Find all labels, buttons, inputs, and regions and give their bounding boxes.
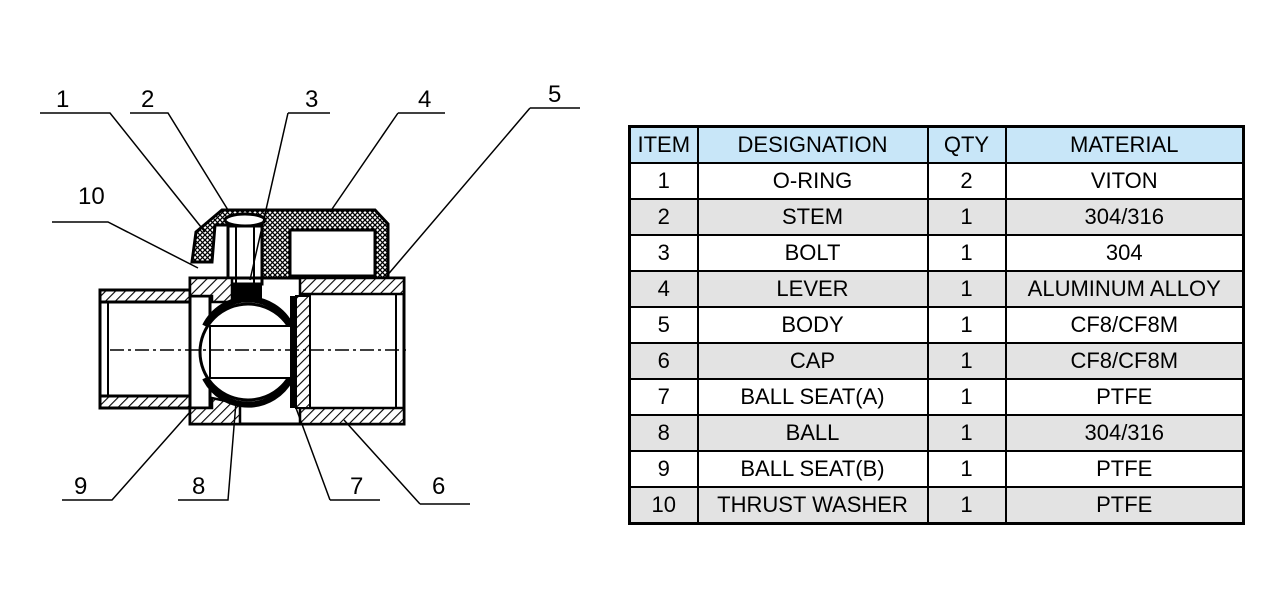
parts-table: ITEM DESIGNATION QTY MATERIAL 1 O-RING 2… <box>628 125 1245 525</box>
table-row: 2 STEM 1 304/316 <box>628 198 1245 236</box>
cell-material: CF8/CF8M <box>1004 306 1245 344</box>
table-row: 3 BOLT 1 304 <box>628 234 1245 272</box>
cell-qty: 1 <box>926 198 1007 236</box>
cell-material: 304/316 <box>1004 198 1245 236</box>
cell-material: 304 <box>1004 234 1245 272</box>
cell-designation: LEVER <box>696 270 929 308</box>
cell-qty: 1 <box>926 378 1007 416</box>
cell-item: 5 <box>628 306 699 344</box>
cell-material: 304/316 <box>1004 414 1245 452</box>
cap-left <box>98 288 192 410</box>
cell-designation: CAP <box>696 342 929 380</box>
cell-designation: STEM <box>696 198 929 236</box>
cell-item: 6 <box>628 342 699 380</box>
header-qty: QTY <box>926 125 1007 164</box>
cell-item: 10 <box>628 486 699 525</box>
cell-qty: 1 <box>926 270 1007 308</box>
callout-4: 4 <box>418 86 431 113</box>
cell-qty: 1 <box>926 342 1007 380</box>
callout-1: 1 <box>56 86 69 113</box>
cell-qty: 1 <box>926 486 1007 525</box>
cell-designation: BALL SEAT(B) <box>696 450 929 488</box>
cell-designation: BOLT <box>696 234 929 272</box>
cell-qty: 1 <box>926 450 1007 488</box>
callout-7: 7 <box>350 473 363 500</box>
cell-qty: 1 <box>926 306 1007 344</box>
lever <box>190 208 390 280</box>
cell-qty: 1 <box>926 234 1007 272</box>
callout-3: 3 <box>305 86 318 113</box>
cell-material: CF8/CF8M <box>1004 342 1245 380</box>
cell-designation: O-RING <box>696 162 929 200</box>
table-row: 5 BODY 1 CF8/CF8M <box>628 306 1245 344</box>
cell-material: PTFE <box>1004 486 1245 525</box>
cell-item: 4 <box>628 270 699 308</box>
table-row: 6 CAP 1 CF8/CF8M <box>628 342 1245 380</box>
callout-8: 8 <box>192 473 205 500</box>
table-row: 4 LEVER 1 ALUMINUM ALLOY <box>628 270 1245 308</box>
cell-item: 8 <box>628 414 699 452</box>
cell-item: 2 <box>628 198 699 236</box>
cell-material: VITON <box>1004 162 1245 200</box>
table-row: 1 O-RING 2 VITON <box>628 162 1245 200</box>
body <box>188 276 406 426</box>
ball-seat-a <box>290 295 311 409</box>
header-designation: DESIGNATION <box>696 125 929 164</box>
valve-cross-section-diagram: 1 2 3 4 5 10 9 8 7 6 <box>40 81 580 505</box>
ball <box>198 296 301 408</box>
cell-material: PTFE <box>1004 450 1245 488</box>
cell-designation: BALL SEAT(A) <box>696 378 929 416</box>
table-header-row: ITEM DESIGNATION QTY MATERIAL <box>628 125 1245 164</box>
table-row: 9 BALL SEAT(B) 1 PTFE <box>628 450 1245 488</box>
callout-9: 9 <box>74 473 87 500</box>
cell-material: ALUMINUM ALLOY <box>1004 270 1245 308</box>
cell-qty: 2 <box>926 162 1007 200</box>
callout-10: 10 <box>78 183 105 210</box>
cell-item: 1 <box>628 162 699 200</box>
table-row: 7 BALL SEAT(A) 1 PTFE <box>628 378 1245 416</box>
cell-item: 9 <box>628 450 699 488</box>
table-row: 10 THRUST WASHER 1 PTFE <box>628 486 1245 525</box>
cell-item: 3 <box>628 234 699 272</box>
callout-6: 6 <box>432 473 445 500</box>
callout-2: 2 <box>141 86 154 113</box>
callout-numbers: 1 2 3 4 5 10 9 8 7 6 <box>56 81 561 500</box>
cell-qty: 1 <box>926 414 1007 452</box>
header-item: ITEM <box>628 125 699 164</box>
cell-material: PTFE <box>1004 378 1245 416</box>
cell-designation: BODY <box>696 306 929 344</box>
callout-5: 5 <box>548 81 561 108</box>
cell-designation: BALL <box>696 414 929 452</box>
table-row: 8 BALL 1 304/316 <box>628 414 1245 452</box>
cell-designation: THRUST WASHER <box>696 486 929 525</box>
leader-lines <box>40 107 580 505</box>
header-material: MATERIAL <box>1004 125 1245 164</box>
cell-item: 7 <box>628 378 699 416</box>
